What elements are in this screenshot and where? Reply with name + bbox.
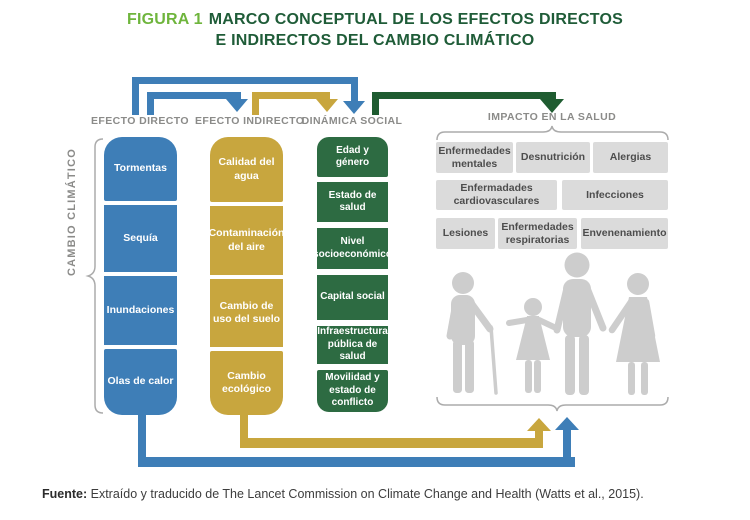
- health-box-enfermedades-mentales: Enfermedades mentales: [436, 142, 513, 173]
- arrowhead-up-icon: [527, 418, 551, 431]
- arrow-segment: [147, 92, 154, 115]
- box-edad-y-genero: Edad y género: [317, 137, 388, 177]
- box-calidad-del-agua: Calidad del agua: [210, 137, 283, 202]
- arrow-segment: [132, 77, 139, 115]
- box-contaminacion-del-aire: Contaminación del aire: [209, 206, 284, 275]
- box-olas-de-calor: Olas de calor: [104, 349, 177, 415]
- header-efecto-indirecto: EFECTO INDIRECTO: [195, 115, 305, 127]
- health-box-lesiones: Lesiones: [436, 218, 495, 249]
- arrow-segment: [372, 92, 379, 115]
- family-silhouette-icon: [446, 252, 660, 395]
- health-box-desnutricion: Desnutrición: [516, 142, 590, 173]
- header-efecto-directo: EFECTO DIRECTO: [91, 115, 189, 127]
- health-box-alergias: Alergias: [593, 142, 668, 173]
- person-woman-icon: [608, 273, 660, 395]
- person-girl-icon: [506, 298, 559, 393]
- arrow-segment: [240, 438, 543, 448]
- box-inundaciones: Inundaciones: [104, 276, 177, 345]
- box-capital-social: Capital social: [317, 275, 388, 320]
- arrowhead-down-icon: [540, 99, 564, 113]
- arrowhead-down-icon: [343, 101, 365, 114]
- arrowhead-down-icon: [226, 99, 248, 112]
- header-impacto-salud: IMPACTO EN LA SALUD: [487, 111, 617, 123]
- arrow-segment: [563, 430, 571, 460]
- arrow-segment: [132, 77, 358, 84]
- health-box-respiratorias: Enfermedades respiratorias: [498, 218, 577, 249]
- health-box-infecciones: Infecciones: [562, 180, 668, 210]
- health-box-cardiovasculares: Enfermadades cardiovasculares: [436, 180, 557, 210]
- source-label: Fuente:: [42, 487, 88, 501]
- box-movilidad-conflicto: Movilidad y estado de conflicto: [317, 370, 388, 412]
- arrow-segment: [535, 429, 543, 441]
- box-estado-de-salud: Estado de salud: [317, 182, 388, 222]
- box-cambio-ecologico: Cambio ecológico: [210, 351, 283, 415]
- arrow-segment: [372, 92, 556, 99]
- arrow-segment: [240, 415, 248, 448]
- person-man-icon: [553, 252, 607, 395]
- box-tormentas: Tormentas: [104, 137, 177, 201]
- source-text: Extraído y traducido de The Lancet Commi…: [90, 487, 644, 501]
- climate-brace: [85, 138, 104, 414]
- arrowhead-up-icon: [555, 417, 579, 430]
- health-bottom-brace: [436, 396, 669, 412]
- title-text-2: E INDIRECTOS DEL CAMBIO CLIMÁTICO: [215, 32, 535, 49]
- arrow-segment: [138, 457, 575, 467]
- box-sequia: Sequía: [104, 205, 177, 272]
- title-text-1: MARCO CONCEPTUAL DE LOS EFECTOS DIRECTOS: [208, 11, 623, 28]
- source-note: Fuente: Extraído y traducido de The Lanc…: [42, 487, 644, 501]
- person-grandfather-icon: [446, 272, 498, 395]
- box-cambio-uso-suelo: Cambio de uso del suelo: [210, 279, 283, 347]
- figure-label: FIGURA 1: [127, 11, 203, 28]
- title-line-1: FIGURA 1 MARCO CONCEPTUAL DE LOS EFECTOS …: [0, 9, 750, 30]
- health-top-brace: [436, 125, 669, 141]
- box-nivel-socioeconomico: Nivel socioeconómico: [313, 228, 392, 269]
- arrow-segment: [252, 92, 330, 99]
- arrow-segment: [138, 415, 146, 467]
- arrowhead-down-icon: [316, 99, 338, 112]
- box-infraestructura-publica: Infraestructura pública de salud: [317, 326, 388, 364]
- health-box-envenenamiento: Envenenamiento: [581, 218, 668, 249]
- arrow-segment: [351, 83, 358, 101]
- arrow-segment: [252, 92, 259, 115]
- arrow-segment: [147, 92, 241, 99]
- header-dinamica-social: DINÁMICA SOCIAL: [301, 115, 403, 127]
- figure-title: FIGURA 1 MARCO CONCEPTUAL DE LOS EFECTOS …: [0, 9, 750, 51]
